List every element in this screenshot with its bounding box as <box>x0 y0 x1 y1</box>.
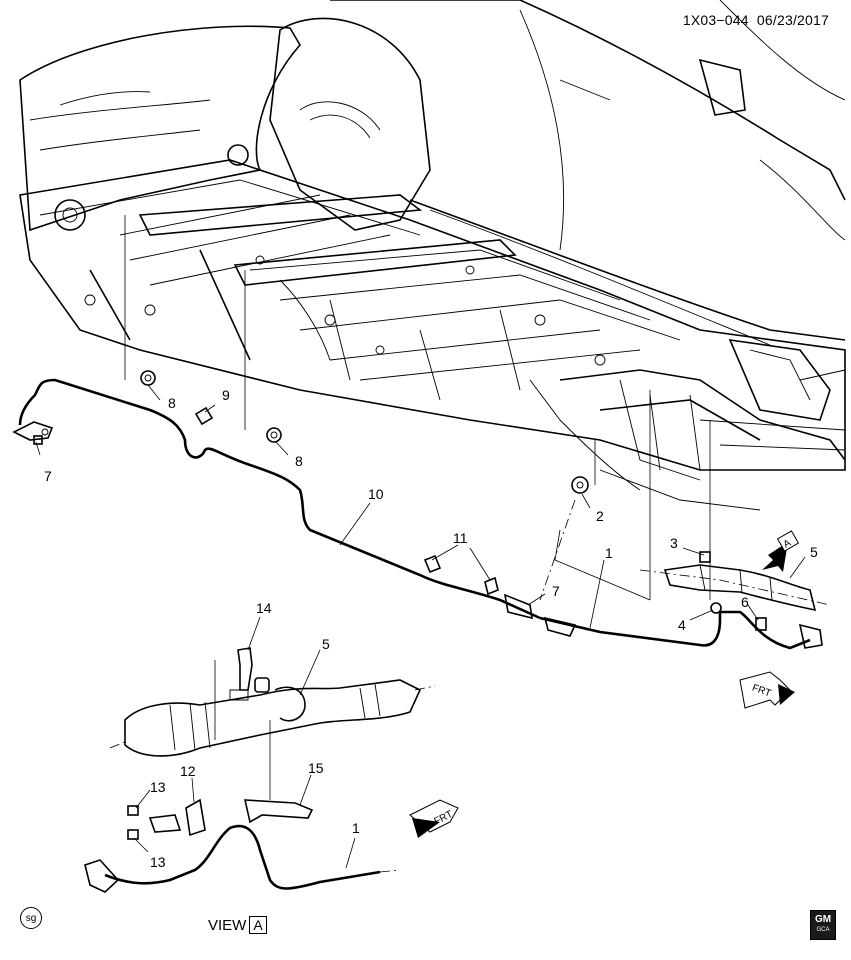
view-label: VIEW <box>208 916 247 934</box>
callout-12: 12 <box>180 763 196 779</box>
callout-13-a: 13 <box>150 779 166 795</box>
view-a-detail <box>84 647 436 893</box>
callout-3: 3 <box>670 535 678 551</box>
view-letter-box: A <box>249 916 267 934</box>
callout-14: 14 <box>256 600 272 616</box>
gm-logo: GM GCA <box>810 910 836 940</box>
callout-5-upper: 5 <box>810 544 818 560</box>
callout-13-b: 13 <box>150 854 166 870</box>
callout-5-lower: 5 <box>322 636 330 652</box>
callout-1-upper: 1 <box>605 545 613 561</box>
gm-logo-text: GM <box>814 914 832 925</box>
callout-11: 11 <box>453 530 468 546</box>
callout-10: 10 <box>368 486 384 502</box>
diagram-code: 1X03−044 <box>682 12 749 28</box>
frt-arrow-lower <box>409 799 459 838</box>
callout-leaders <box>35 384 806 869</box>
callout-8-b: 8 <box>295 453 303 469</box>
sg-badge: sg <box>20 907 42 929</box>
callout-9: 9 <box>222 387 230 403</box>
callout-2: 2 <box>596 508 604 524</box>
vehicle-underbody <box>19 0 846 511</box>
callout-7-left: 7 <box>44 468 52 484</box>
callout-numbers: 1 1 2 3 4 5 5 6 7 7 8 8 9 10 11 12 13 13… <box>44 387 818 870</box>
callout-6: 6 <box>741 594 749 610</box>
gm-logo-subtext: GCA <box>816 927 830 933</box>
view-a-arrow <box>762 530 800 572</box>
callout-8-a: 8 <box>168 395 176 411</box>
direction-arrows <box>409 530 800 838</box>
callout-4: 4 <box>678 617 686 633</box>
diagram-date: 06/23/2017 <box>756 12 829 28</box>
view-a-marker-label: A <box>782 538 794 551</box>
callout-1-lower: 1 <box>352 820 360 836</box>
callout-15: 15 <box>308 760 324 776</box>
callout-7-mid: 7 <box>552 583 560 599</box>
fuel-pipe-assembly-upper <box>12 215 831 650</box>
view-a-caption: VIEW A <box>208 916 267 934</box>
frt-arrow-upper <box>739 671 795 709</box>
header-code-date: 1X03−044 06/23/2017 <box>683 12 829 28</box>
